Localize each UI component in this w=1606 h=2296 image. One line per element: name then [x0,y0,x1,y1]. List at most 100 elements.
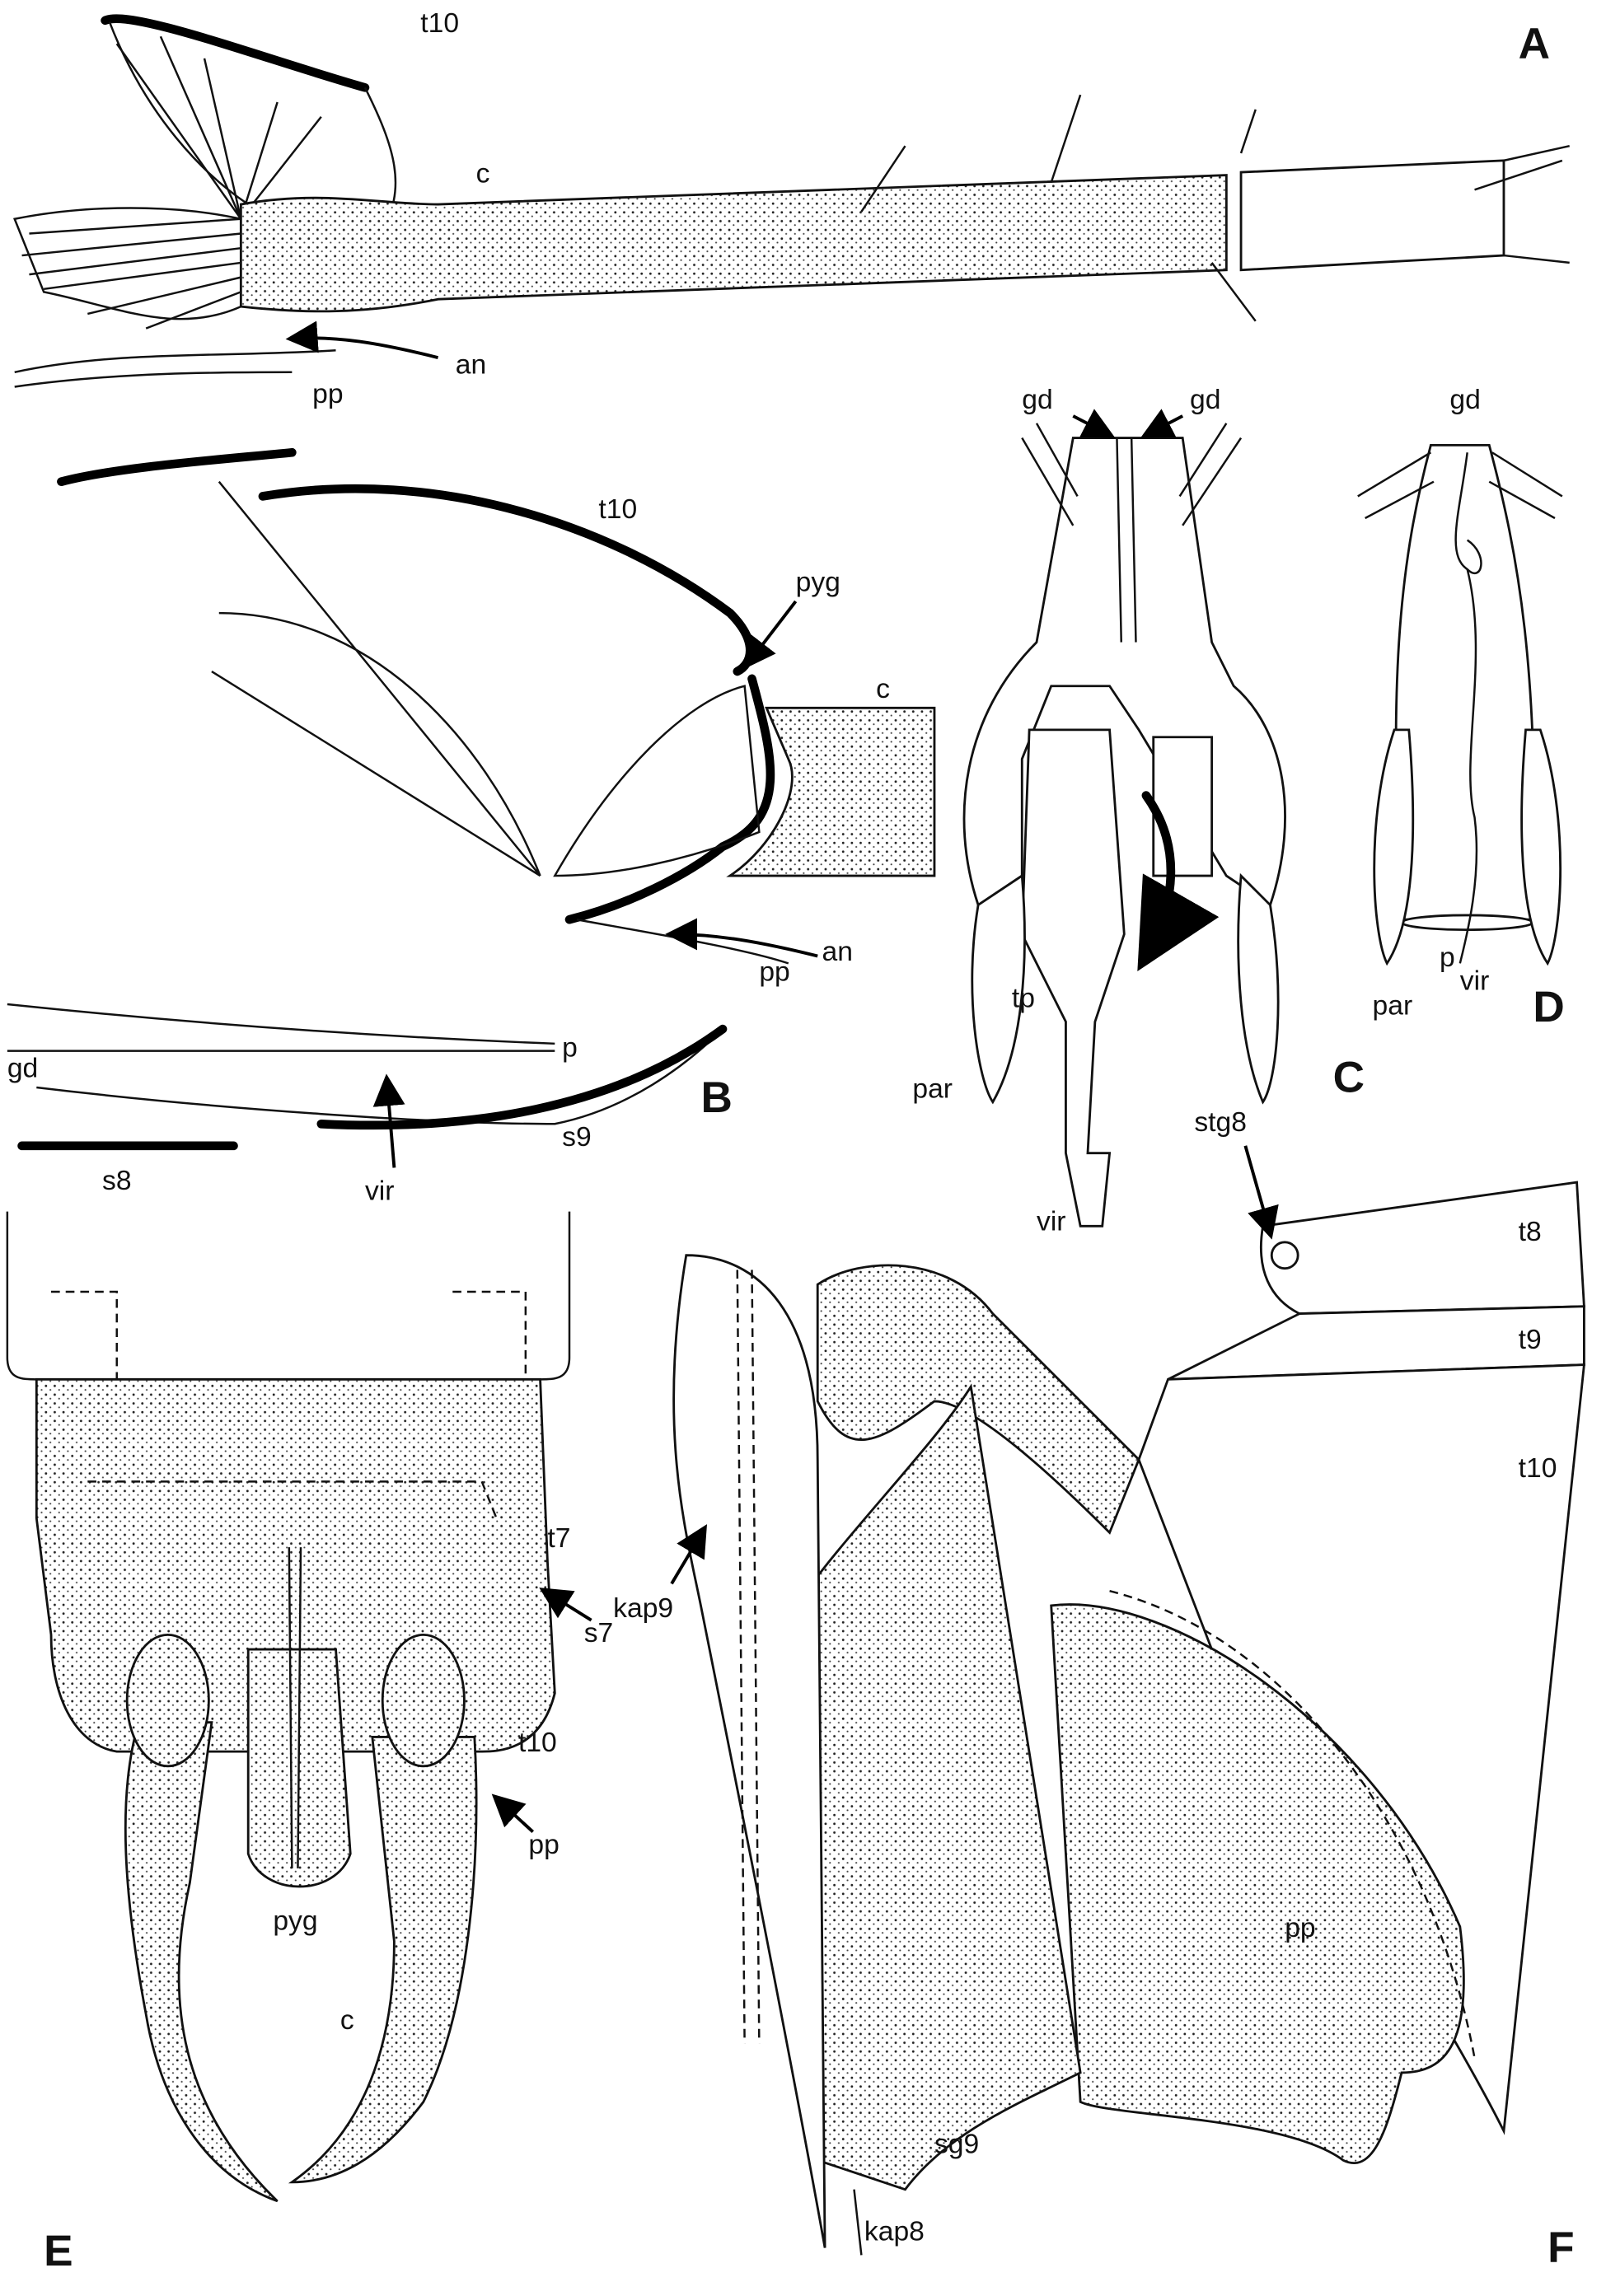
an-arrow-b [665,918,818,958]
label-p: p [562,1033,578,1064]
gonapophysis-8-tip [853,2189,863,2256]
label-s9: s9 [562,1122,592,1153]
s7-arrow [539,1588,592,1622]
gd-arrow-left [1072,409,1116,438]
paramere-right-d [1520,728,1562,966]
label-c-b: c [876,674,890,704]
label-kap8: kap8 [864,2217,925,2247]
tube-of-penis [1020,728,1126,1227]
muscle-fibres-c [1021,423,1243,526]
gd-arrow-right [1140,409,1184,438]
label-vir: vir [365,1176,395,1206]
label-par-d: par [1373,990,1413,1021]
fin-rays-b [211,480,541,877]
segment-outline-e [6,1211,571,1381]
cercus-left-e [124,1721,279,2203]
paramere-left-d [1373,728,1415,966]
label-s7: s7 [584,1618,614,1648]
panel-b: t10 pyg c an pp p gd s9 s8 vir B [7,447,936,1206]
tergite-10-outline-b [57,447,755,676]
genital-lines-e [288,1547,302,1868]
label-an: an [456,350,486,381]
penis-body-d [1394,443,1536,921]
label-pp: pp [312,379,343,409]
panel-c: gd gd tp par vir C [912,385,1365,1237]
panel-letter-b: B [700,1073,732,1122]
pyg-arrow [743,600,798,670]
fin-ray-lines [21,35,322,330]
label-an-b: an [822,937,853,967]
panel-letter-f: F [1547,2224,1574,2272]
setae [14,94,1563,388]
fin-rays [13,207,242,320]
tergite-10-outline [101,14,370,92]
kap9-arrow [670,1524,708,1585]
gonoduct-lines [1116,437,1137,643]
virga-coiled [1152,736,1214,877]
sclerite-f [816,1264,1140,1535]
label-sg9: sg9 [934,2129,979,2159]
paraproct-dash-f [1109,1590,1476,2059]
subgenital-plate-9 [794,1383,1082,2191]
label-gd-right: gd [1190,385,1220,415]
gonapophysis-dash-f [736,1270,761,2044]
label-t10-b: t10 [598,494,637,525]
label-t7: t7 [547,1523,570,1554]
tergite-dashes-e [51,1290,527,1380]
penis-body [962,437,1286,907]
label-pyg: pyg [796,568,840,598]
label-pp-f: pp [1285,1913,1315,1943]
label-pyg-e: pyg [273,1906,317,1936]
panel-letter-a: A [1519,20,1550,68]
stigma-8 [1270,1241,1299,1270]
an-arrow [285,320,439,359]
cercus-base-b [726,706,936,877]
sternites-outline [17,1024,728,1151]
virga-d [1454,452,1482,964]
label-par: par [912,1073,953,1104]
label-c: c [476,158,490,189]
paramere-left [971,873,1026,1105]
fin-plate [553,685,761,877]
label-t10-e: t10 [518,1728,557,1758]
cercus-segment-3 [1503,144,1570,264]
paraproct-right-e [381,1633,466,1768]
label-t8: t8 [1519,1217,1542,1247]
label-gd: gd [7,1054,38,1084]
label-gd-left: gd [1022,385,1052,415]
eversion-arrow [1137,791,1220,971]
paramere-right [1237,872,1280,1105]
gonapophysis-9 [672,1254,826,2248]
label-t9: t9 [1519,1325,1542,1355]
pp-arrow-e [491,1793,535,1834]
label-tp: tp [1012,984,1035,1014]
panel-f: stg8 t8 t9 t10 kap9 pp sg9 kap8 F [613,1107,1586,2272]
label-pp-e: pp [528,1830,559,1860]
muscle-fibres-d [1357,451,1563,520]
tergite-8-f [1259,1181,1585,1316]
label-s8: s8 [102,1166,132,1196]
paraproct-f [1050,1603,1465,2164]
label-vir-d: vir [1460,966,1490,996]
panel-d: gd p vir par D [1357,385,1565,1031]
paraproct-left-e [125,1633,210,1768]
label-c-e: c [340,2005,354,2036]
panel-letter-c: C [1333,1053,1365,1101]
label-t10: t10 [420,8,459,39]
cercus-right-e [288,1735,478,2184]
panel-e: t7 s7 t10 pp pyg c E [6,1211,614,2275]
genitalia-lines [7,918,789,1125]
label-pp-b: pp [759,957,789,988]
label-t10-f: t10 [1519,1453,1557,1484]
label-kap9: kap9 [613,1593,673,1624]
panel-letter-e: E [44,2227,73,2275]
panel-letter-d: D [1533,983,1564,1031]
pygidium-outline [564,674,775,924]
vir-arrow [372,1073,405,1168]
sternite-dash-e [87,1480,498,1519]
label-stg8: stg8 [1194,1107,1247,1138]
cercus-segment-1 [239,174,1228,313]
panel-a: t10 c an pp A [13,8,1570,409]
label-p-d: p [1440,942,1455,973]
